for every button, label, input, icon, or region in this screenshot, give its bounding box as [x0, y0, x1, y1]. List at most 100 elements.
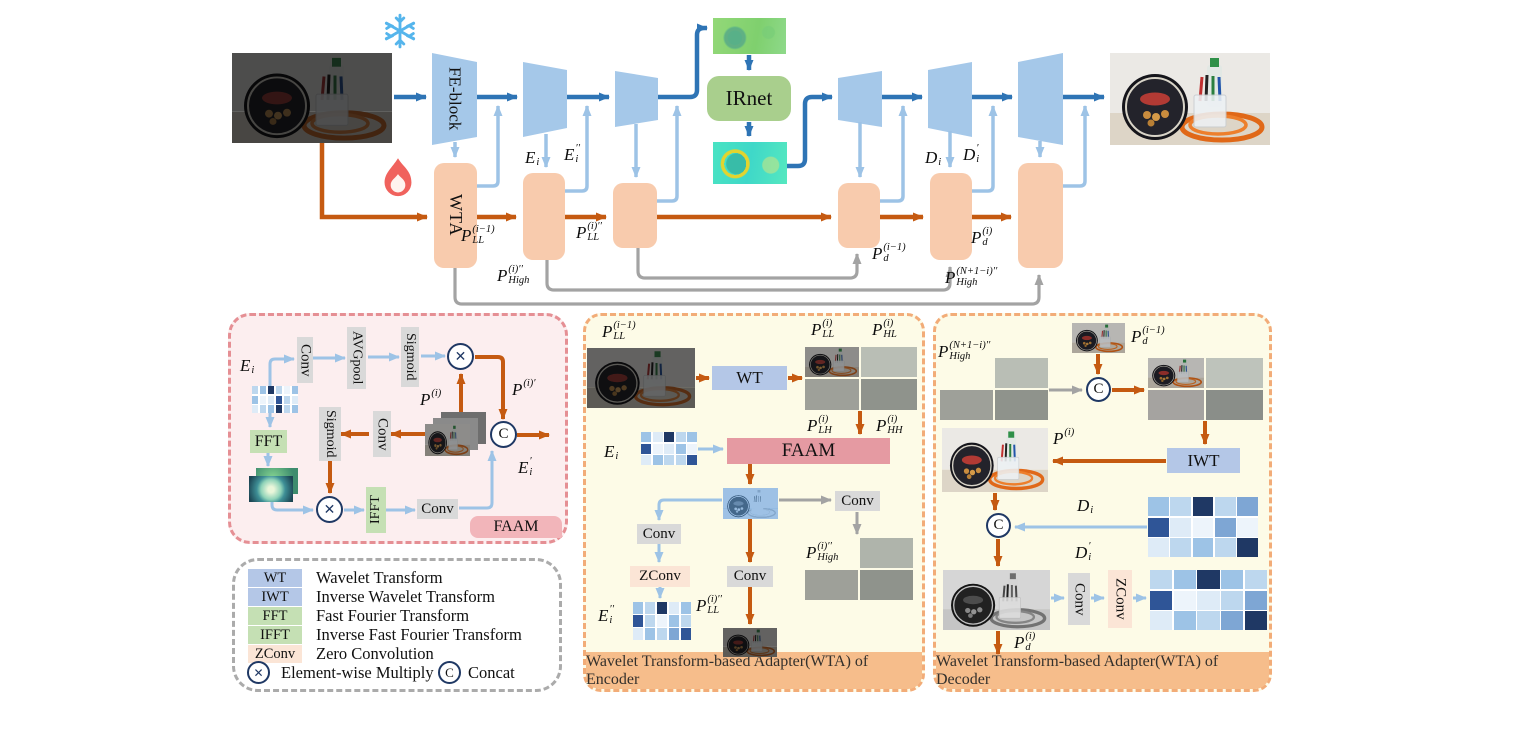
faam-conv3-chip: Conv	[417, 499, 458, 519]
legend-fft-desc: Fast Fourier Transform	[316, 606, 470, 625]
dec-high-quad-HL	[995, 358, 1048, 388]
wta-adapter-box-5	[930, 173, 972, 260]
label-D-i-p: D′i	[963, 143, 980, 165]
dec-high-quad-HH	[995, 390, 1048, 420]
faam-conv2-chip: Conv	[373, 411, 391, 457]
feature-map-after-irnet	[713, 142, 787, 184]
decoder-trapezoid-3	[1018, 53, 1063, 145]
dec-di-feature-grid	[1148, 497, 1258, 557]
output-photo-scene	[1110, 53, 1270, 145]
enc-wt-chip: WT	[712, 366, 787, 390]
enc-label-E-i-pp: E′′i	[598, 604, 614, 626]
enc-label-P-LL-i-pp: P(i)′′LL	[696, 594, 722, 616]
dec-label-P-d-i: P(i)d	[1014, 631, 1036, 653]
enc-eipp-feature-grid	[633, 602, 691, 640]
decoder-panel-arrows-orange	[990, 354, 1210, 655]
enc-quad-LL-photo	[805, 347, 859, 377]
legend-wt-chip: WT	[248, 569, 302, 587]
enc-quad-scene	[805, 347, 859, 377]
enc-quad-LH	[805, 379, 859, 410]
label-P-LL-im1: P(i−1)LL	[461, 224, 495, 246]
label-P-LL-i-pp: P(i)′′LL	[576, 221, 602, 243]
enc-conv-right-chip: Conv	[835, 491, 880, 511]
faam-avgpool-chip: AVGpool	[347, 327, 366, 389]
dec-zconv-chip: ZConv	[1108, 570, 1132, 628]
wta-adapter-box-3	[613, 183, 657, 248]
dec-gray-scene	[943, 570, 1050, 630]
decoder-panel-title: Wavelet Transform-based Adapter(WTA) of …	[936, 652, 1269, 689]
faam-multiply2-icon: ✕	[316, 496, 343, 523]
label-P-d-im1: P(i−1)d	[872, 242, 906, 264]
legend-zconv-chip: ZConv	[248, 645, 302, 663]
enc-conv-left-chip: Conv	[637, 524, 681, 544]
dec-quad-LH	[1148, 390, 1204, 420]
enc-zconv-chip: ZConv	[630, 566, 690, 587]
faam-label-E-i-p: E′i	[518, 456, 533, 478]
legend-row-iwt: IWT Inverse Wavelet Transform	[248, 587, 495, 607]
faam-label-P-i: P(i)	[420, 388, 442, 409]
feature-map-before-irnet	[713, 18, 786, 54]
dec-iwt-scene	[942, 428, 1048, 492]
faam-tag: FAAM	[470, 516, 562, 538]
legend-ifft-desc: Inverse Fast Fourier Transform	[316, 625, 522, 644]
encoder-panel-title: Wavelet Transform-based Adapter(WTA) of …	[586, 652, 922, 689]
enc-high-quad-LH	[805, 570, 858, 600]
label-P-d-i: P(i)d	[971, 226, 993, 248]
enc-label-P-LL-i: P(i)LL	[811, 318, 835, 340]
dec-pd-im1-scene	[1072, 323, 1125, 353]
legend-zconv-desc: Zero Convolution	[316, 644, 434, 663]
legend-ifft-chip: IFFT	[248, 626, 302, 644]
dec-label-P-d-im1: P(i−1)d	[1131, 325, 1165, 347]
gray-skip-arcs	[453, 248, 1044, 306]
encoder-panel-arrows-orange	[696, 373, 865, 625]
wta-adapter-box-1	[434, 163, 477, 268]
dec-gray-photo	[943, 570, 1050, 630]
dec-out-feature-grid	[1150, 570, 1267, 630]
enc-quad-HH	[861, 379, 917, 410]
orange-adapter-arrows	[319, 143, 1012, 222]
legend-wt-desc: Wavelet Transform	[316, 568, 443, 587]
enc-pll-out-scene	[723, 628, 777, 657]
enc-fused-scene	[723, 488, 778, 519]
decoder-trapezoid-1	[838, 71, 882, 127]
enc-input-photo	[587, 348, 695, 408]
faam-panel-arrows-orange	[325, 355, 550, 494]
encoder-trapezoid-2	[523, 62, 567, 137]
wta-adapter-box-6	[1018, 163, 1063, 268]
enc-high-quad-HL	[860, 538, 913, 568]
faam-label-P-i-p: P(i)′	[512, 378, 536, 399]
faam-sigmoid2-chip: Sigmoid	[319, 407, 341, 461]
irnet-box: IRnet	[707, 76, 791, 121]
faam-panel-arrows-blue	[263, 351, 497, 515]
decoder-trapezoid-2	[928, 62, 972, 137]
enc-label-P-HH-i: P(i)HH	[876, 414, 903, 436]
dec-quad-scene	[1148, 358, 1204, 388]
enc-pll-out-photo	[723, 628, 777, 657]
fft-spectrum-image-front	[249, 476, 293, 502]
wta-label: WTA	[446, 194, 466, 237]
dec-label-P-High-N1i-pp: P(N+1−i)′′High	[938, 340, 991, 362]
dec-quad-HH	[1206, 390, 1263, 420]
encoder-panel-arrows-gray	[779, 495, 862, 535]
legend-row-wt: WT Wavelet Transform	[248, 568, 443, 588]
enc-ei-feature-grid	[641, 432, 697, 465]
legend-fft-chip: FFT	[248, 607, 302, 625]
fe-block-label: FE-block	[445, 67, 465, 131]
dec-high-quad-LH	[940, 390, 993, 420]
encoder-trapezoid-3	[615, 71, 658, 127]
main-blue-arrows	[394, 23, 1105, 169]
input-low-light-photo	[232, 53, 392, 143]
enc-input-scene	[587, 348, 695, 408]
decoder-panel-arrows-blue	[1014, 522, 1147, 603]
dec-quad-LL-photo	[1148, 358, 1204, 388]
fe-block-trapezoid	[432, 53, 477, 145]
legend-multiply-desc: Element-wise Multiply	[281, 663, 434, 682]
faam-stack-front-photo	[425, 424, 470, 456]
legend-row-zconv: ZConv Zero Convolution	[248, 644, 434, 664]
dec-iwt-photo	[942, 428, 1048, 492]
dec-conv-chip: Conv	[1068, 573, 1090, 625]
label-E-i-pp: E′′i	[564, 143, 580, 165]
dec-label-D-i-p: D′i	[1075, 541, 1092, 563]
